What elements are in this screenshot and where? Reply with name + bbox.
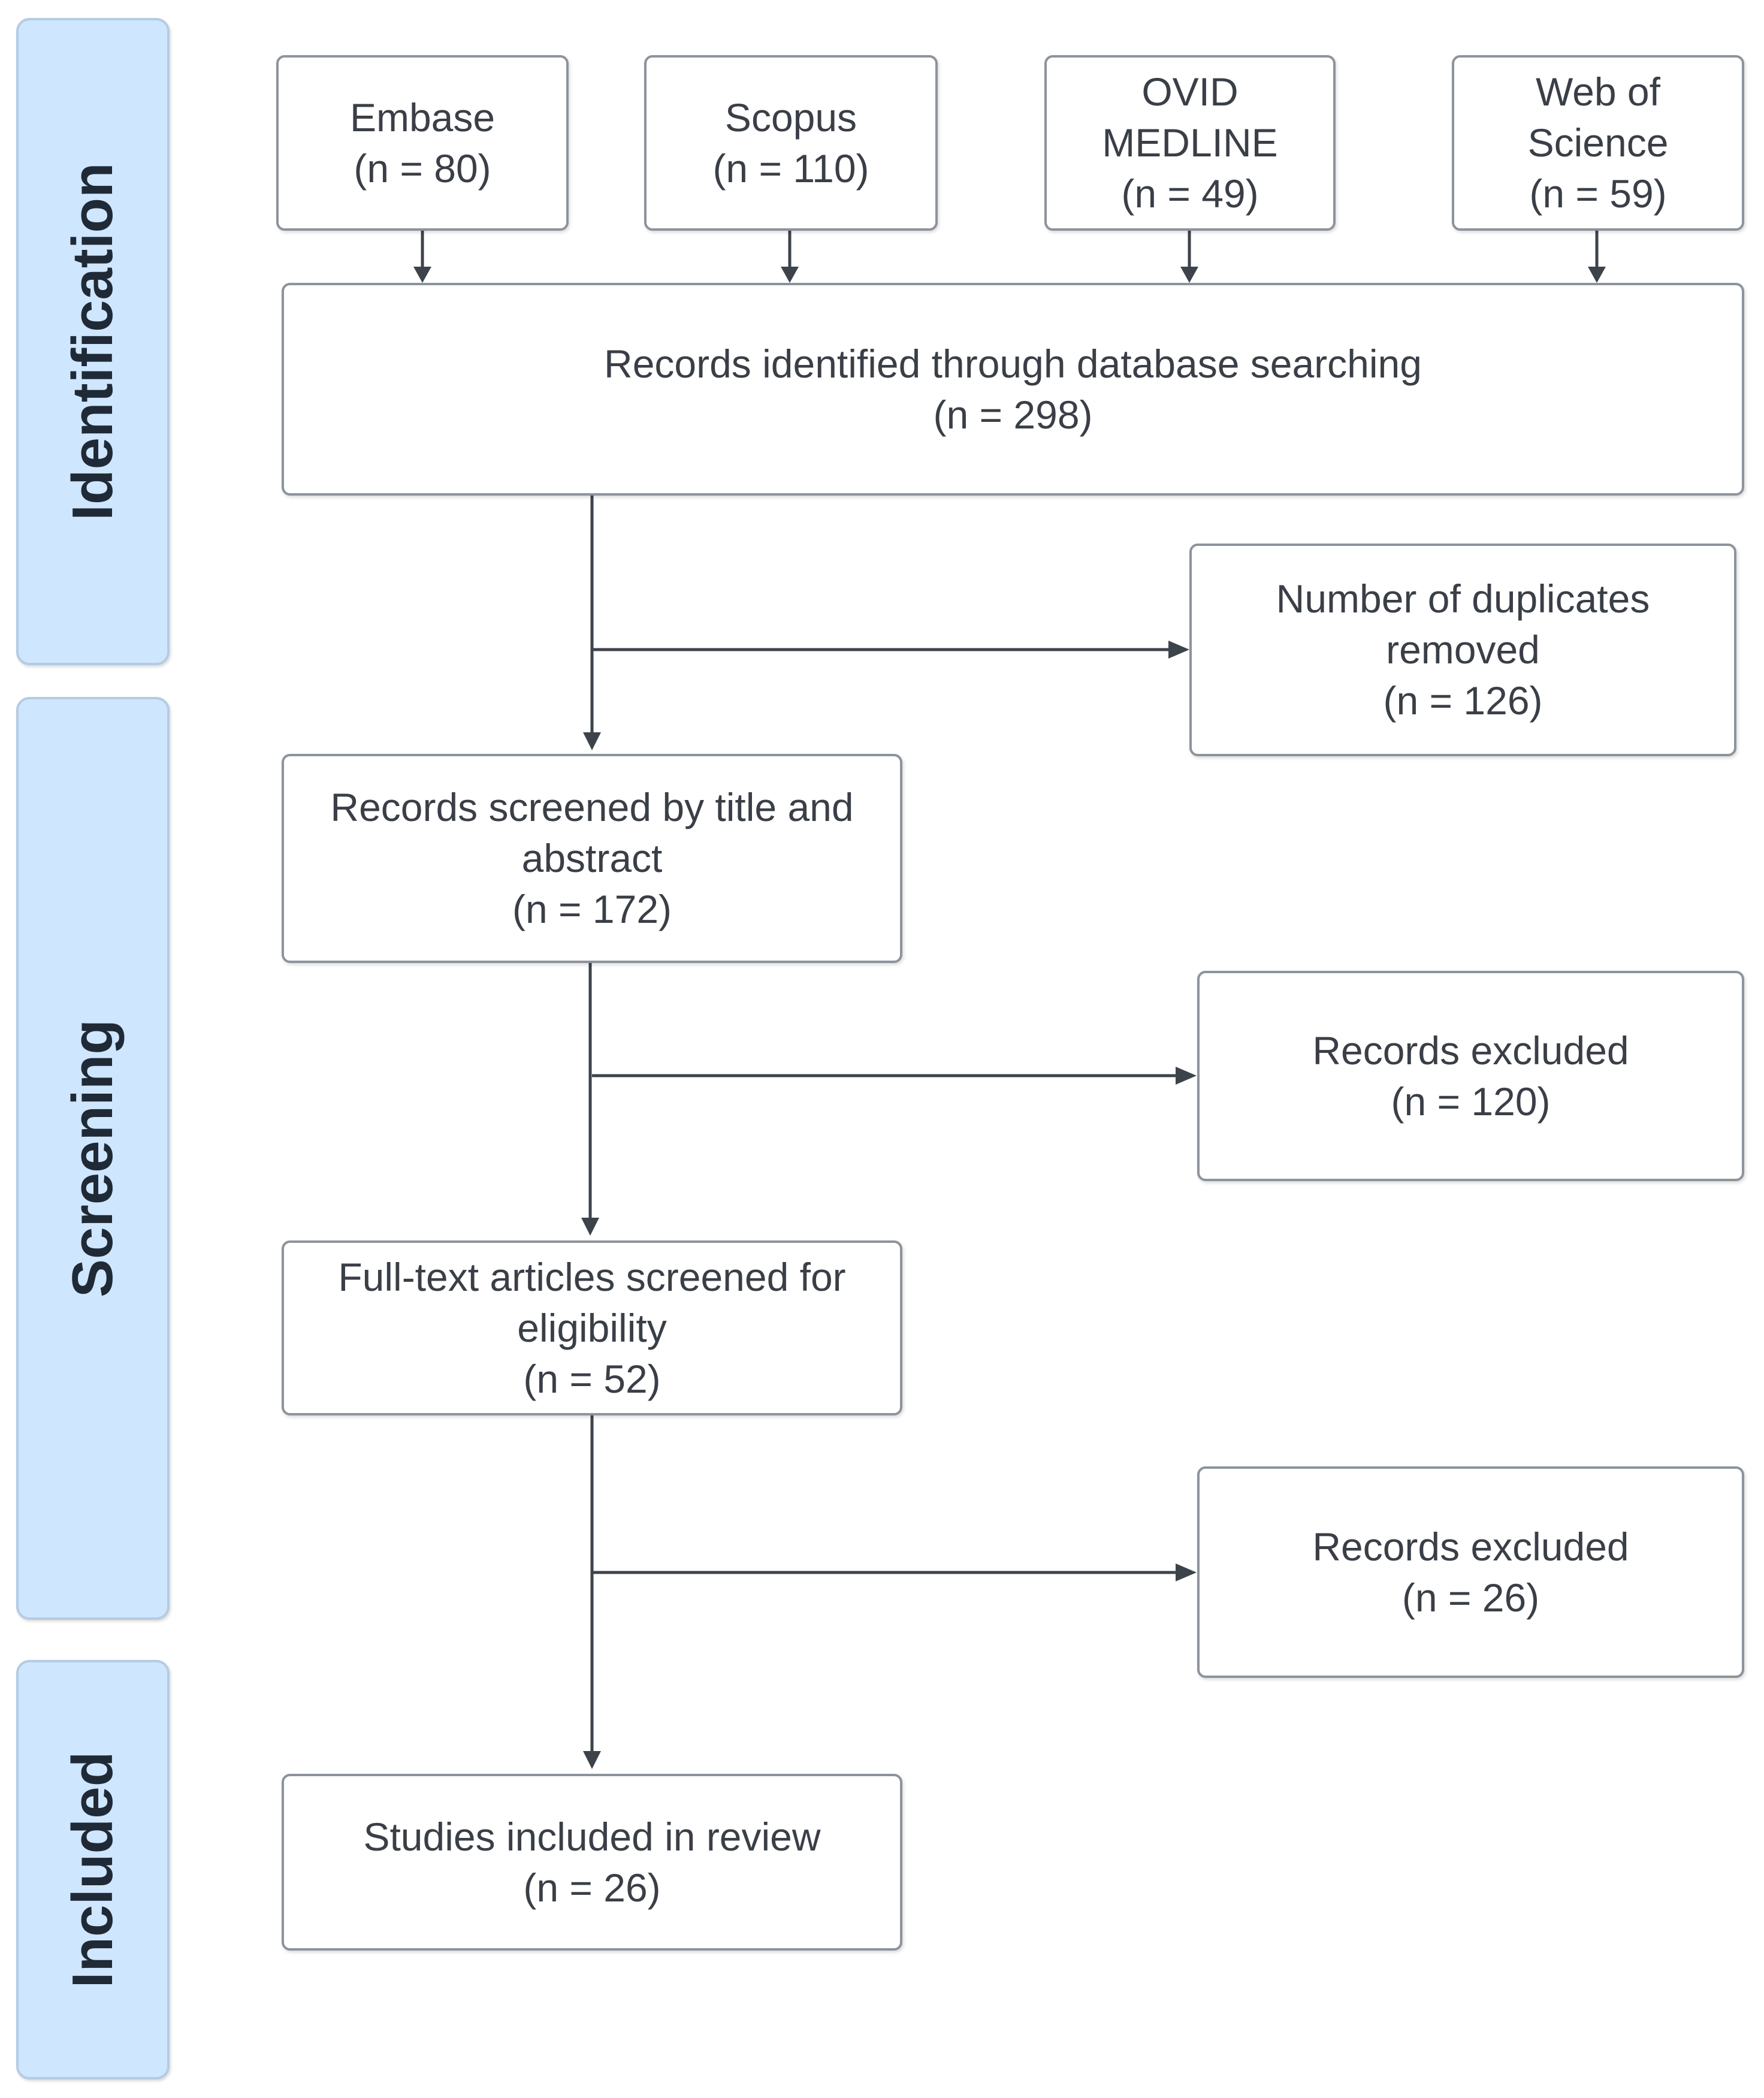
duplicates-removed-count: (n = 126) — [1383, 678, 1543, 723]
arrowhead-screened — [583, 732, 601, 750]
duplicates-removed-line1: Number of duplicates — [1276, 576, 1650, 621]
source-embase-count: (n = 80) — [354, 146, 491, 191]
arrowhead-included — [583, 1751, 601, 1769]
source-embase-name: Embase — [349, 95, 496, 140]
studies-included-count: (n = 26) — [523, 1865, 661, 1910]
screened-title-abstract-line1: Records screened by title and — [330, 785, 854, 829]
records-excluded-1-label: Records excluded — [1312, 1028, 1629, 1073]
fulltext-screened-line2: eligibility — [517, 1305, 667, 1350]
arrowhead-excluded-2 — [1176, 1563, 1197, 1581]
source-embase-box: Embase (n = 80) — [276, 55, 569, 231]
arrowhead-ovid — [1180, 267, 1198, 283]
phase-screening: Screening — [16, 697, 170, 1620]
arrowhead-embase — [413, 267, 431, 283]
source-scopus-box: Scopus (n = 110) — [644, 55, 938, 231]
source-scopus-count: (n = 110) — [712, 146, 869, 191]
source-ovid-count: (n = 49) — [1121, 171, 1259, 216]
arrowhead-wos — [1588, 267, 1606, 283]
records-excluded-2-box: Records excluded (n = 26) — [1197, 1466, 1744, 1678]
arrowhead-scopus — [781, 267, 799, 283]
duplicates-removed-box: Number of duplicates removed (n = 126) — [1189, 544, 1736, 756]
source-ovid-name-line2: MEDLINE — [1102, 120, 1278, 165]
duplicates-removed-line2: removed — [1386, 627, 1540, 672]
records-identified-box: Records identified through database sear… — [282, 283, 1744, 496]
source-wos-name-line1: Web of — [1536, 70, 1660, 114]
records-identified-label: Records identified through database sear… — [604, 341, 1422, 386]
screened-title-abstract-line2: abstract — [521, 836, 663, 880]
records-excluded-1-box: Records excluded (n = 120) — [1197, 971, 1744, 1181]
screened-title-abstract-count: (n = 172) — [512, 887, 672, 931]
arrowhead-excluded-1 — [1176, 1067, 1197, 1085]
source-scopus-name: Scopus — [724, 95, 857, 140]
studies-included-label: Studies included in review — [363, 1814, 821, 1859]
fulltext-screened-line1: Full-text articles screened for — [338, 1254, 846, 1299]
source-wos-box: Web of Science (n = 59) — [1452, 55, 1744, 231]
source-ovid-box: OVID MEDLINE (n = 49) — [1044, 55, 1336, 231]
source-wos-count: (n = 59) — [1529, 171, 1667, 216]
source-wos-name-line2: Science — [1527, 120, 1669, 165]
phase-identification: Identification — [16, 18, 170, 665]
fulltext-screened-box: Full-text articles screened for eligibil… — [282, 1240, 902, 1415]
source-ovid-name-line1: OVID — [1141, 70, 1239, 114]
arrowhead-fulltext — [581, 1218, 599, 1236]
studies-included-box: Studies included in review (n = 26) — [282, 1774, 902, 1951]
arrowhead-duplicates — [1168, 641, 1189, 659]
records-excluded-2-label: Records excluded — [1312, 1524, 1629, 1569]
screened-title-abstract-box: Records screened by title and abstract (… — [282, 754, 902, 963]
fulltext-screened-count: (n = 52) — [523, 1356, 661, 1401]
records-excluded-1-count: (n = 120) — [1391, 1079, 1551, 1124]
records-identified-count: (n = 298) — [933, 392, 1093, 437]
phase-included: Included — [16, 1660, 170, 2079]
records-excluded-2-count: (n = 26) — [1401, 1575, 1540, 1620]
